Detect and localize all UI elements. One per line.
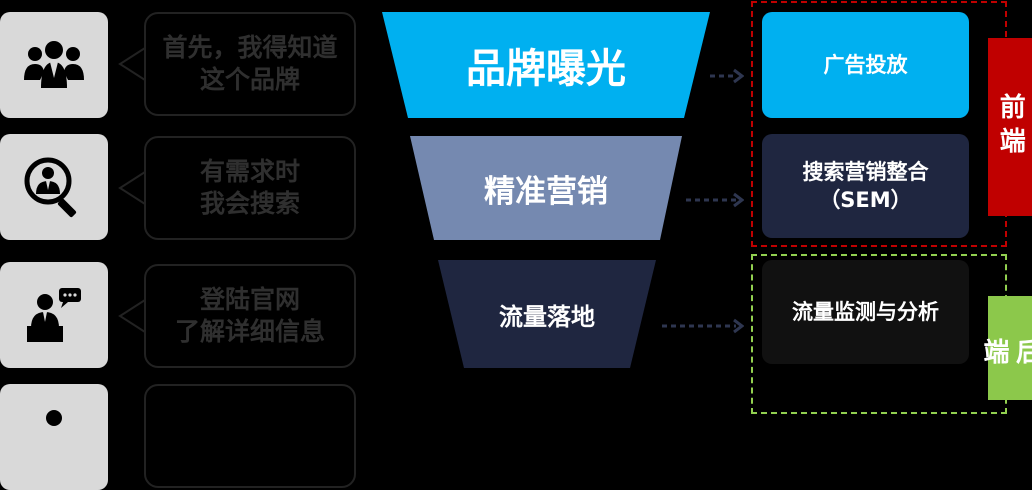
dashed-arrow-icon [660,318,744,334]
action-box-traffic-analysis: 流量监测与分析 [762,260,969,364]
thought-bubble-landing: 登陆官网 了解详细信息 [144,264,356,368]
people-group-icon [0,12,108,118]
thought-bubble-awareness: 首先，我得知道 这个品牌 [144,12,356,116]
bubble-tail [118,298,146,334]
bubble-tail [118,46,146,82]
dashed-arrow-icon [684,192,744,208]
person-chat-icon-graphic [21,282,87,348]
tag-back-end-label: 后端 [978,338,1032,400]
thought-bubble-search: 有需求时 我会搜索 [144,136,356,240]
person-icon-graphic [21,404,87,470]
search-person-icon-graphic [21,154,87,220]
funnel-label-traffic-landing: 流量落地 [438,260,656,368]
search-person-icon [0,134,108,240]
action-box-ad-placement: 广告投放 [762,12,969,118]
action-box-sem: 搜索营销整合 （SEM） [762,134,969,238]
dashed-arrow-icon [708,68,744,84]
tag-front-end: 前端 [988,38,1032,216]
person-chat-icon [0,262,108,368]
tag-back-end: 后端 [988,296,1032,400]
tag-front-end-label: 前端 [994,93,1027,161]
funnel-label-precision-marketing: 精准营销 [410,136,682,240]
bubble-tail [118,170,146,206]
funnel-label-brand-exposure: 品牌曝光 [380,12,712,118]
people-group-icon-graphic [21,32,87,98]
